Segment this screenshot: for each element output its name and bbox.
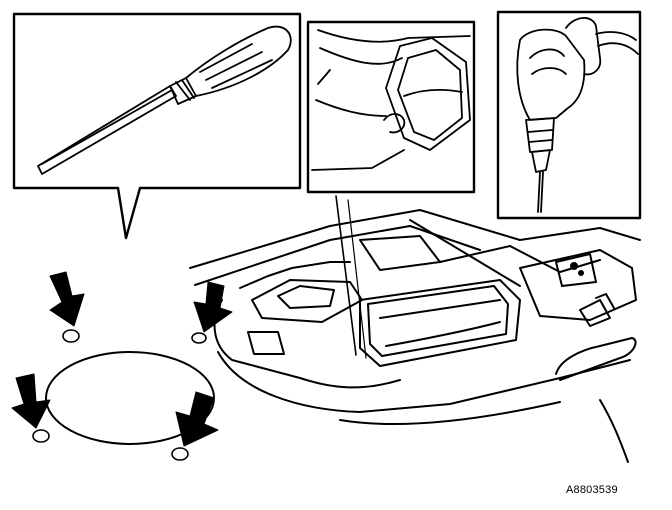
mounting-hole-marker <box>171 447 189 461</box>
screwdriver-callout <box>12 12 302 240</box>
console-closeup-callout <box>306 20 476 194</box>
down-left-arrow-icon <box>175 391 219 447</box>
figure-id-label: A8803539 <box>566 484 618 496</box>
screwdriver-icon <box>37 25 292 175</box>
mounting-hole-marker <box>191 332 207 344</box>
power-drill-icon <box>516 17 639 213</box>
center-console <box>45 195 641 463</box>
mounting-hole-marker <box>62 329 80 343</box>
drill-callout <box>496 10 642 220</box>
down-left-arrow-icon <box>193 281 233 333</box>
down-arrow-icon <box>11 373 51 429</box>
down-arrow-icon <box>49 271 85 327</box>
mounting-hole-marker <box>32 429 50 443</box>
mounting-holes <box>32 329 207 461</box>
